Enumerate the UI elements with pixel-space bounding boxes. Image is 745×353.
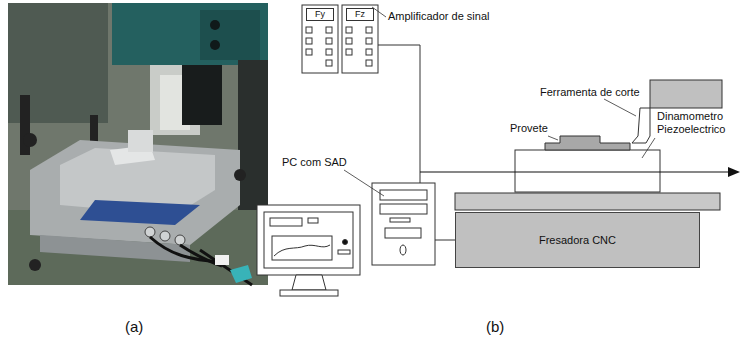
panel-label: (a) <box>125 318 143 336</box>
leader-lines <box>344 7 655 196</box>
amplifier-channel: Fy <box>302 5 338 73</box>
computer-monitor <box>257 205 360 296</box>
amplifier-channel: Fz <box>342 5 378 73</box>
part-label: PC com SAD <box>282 156 347 169</box>
feed-arrow <box>420 167 740 177</box>
part-label: Ferramenta de corte <box>540 86 640 99</box>
part-label: Amplificador de sinal <box>388 10 490 23</box>
panel-label: (b) <box>486 318 504 336</box>
amplifier-units <box>302 5 378 73</box>
machine-box: Fresadora CNC <box>455 212 700 268</box>
part-label: Provete <box>510 122 548 135</box>
milling-setup <box>455 80 722 210</box>
machine-photo <box>8 3 268 285</box>
channel-label: Fz <box>346 8 374 21</box>
box-label: Fresadora CNC <box>539 234 616 247</box>
computer-tower <box>372 183 435 265</box>
part-label: Dinamometro Piezoelectrico <box>657 110 731 136</box>
channel-label: Fy <box>306 8 334 21</box>
